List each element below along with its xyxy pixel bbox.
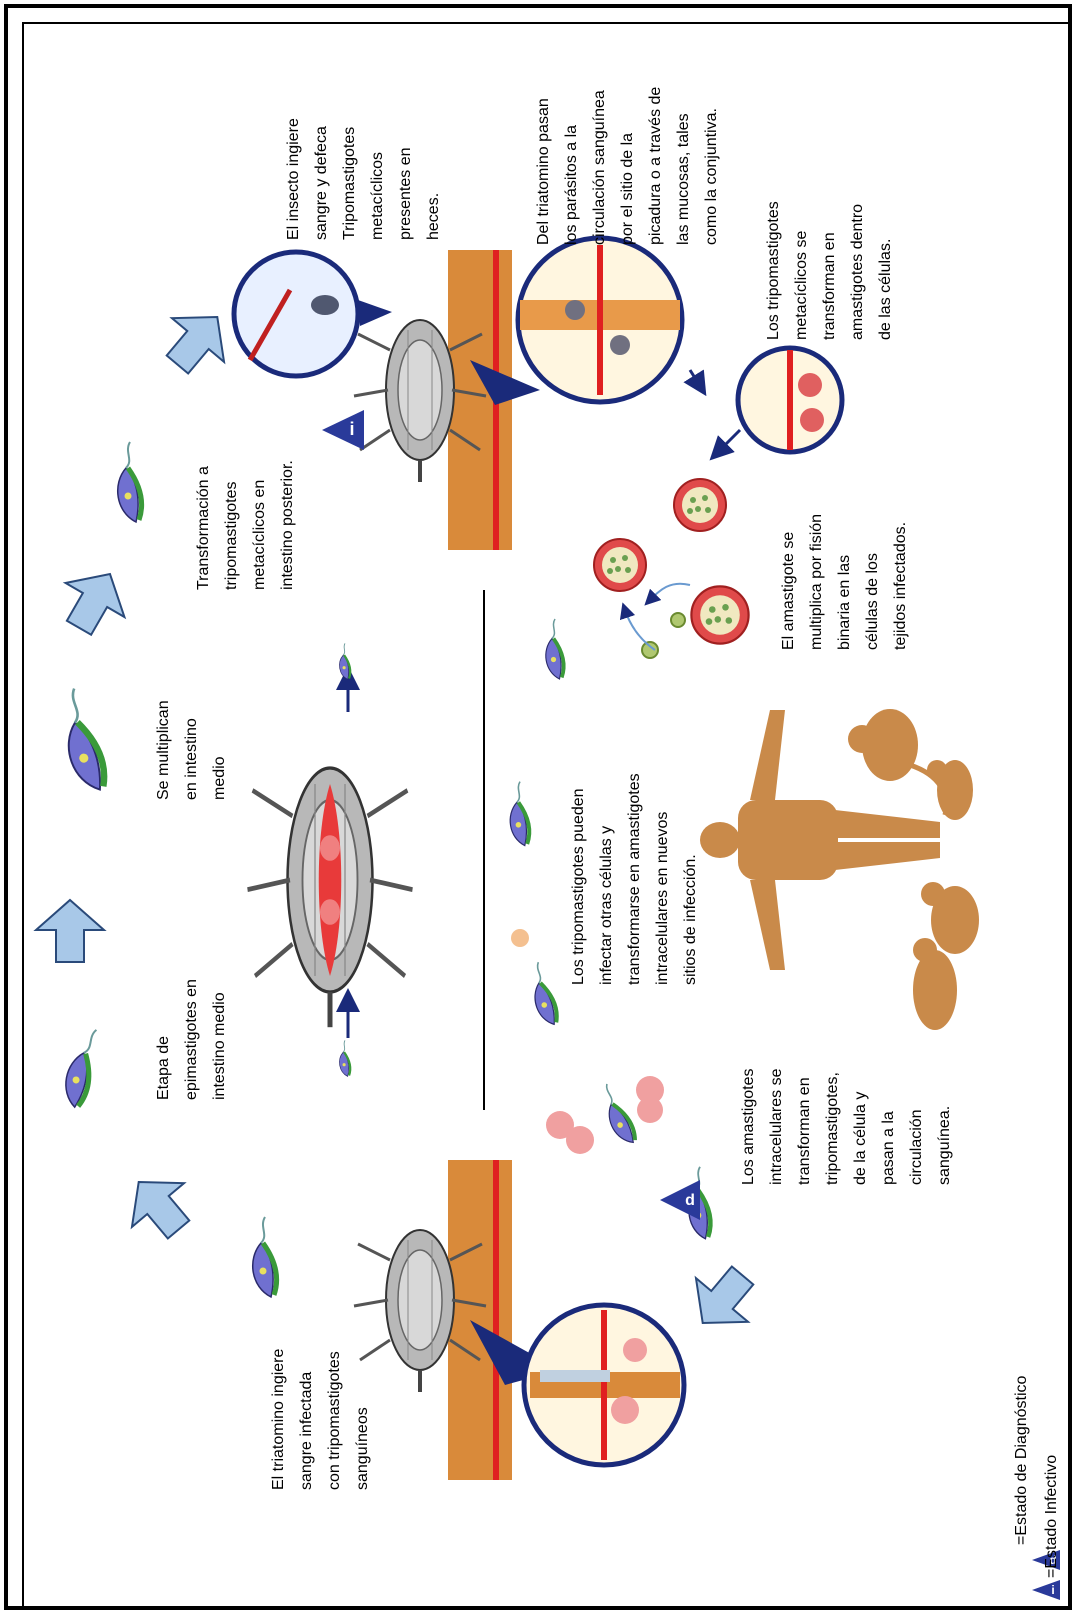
small-parasite [339, 643, 350, 679]
text-line: Tripomastigotes [336, 70, 364, 240]
text-line: El amastigote se [775, 470, 803, 650]
label-parasites-enter-blood: Del triatomino pasan los parásitos a la … [530, 45, 726, 245]
text-line: como la conjuntiva. [698, 45, 726, 245]
blue-arrow [36, 900, 104, 962]
label-binary-fission: El amastigote se multiplica por fisión b… [775, 470, 915, 650]
text-line: con tripomastigotes [321, 1270, 349, 1490]
text-line: tejidos infectados. [887, 470, 915, 650]
infective-marker-label: i [349, 419, 354, 439]
text-line: sanguíneos [349, 1270, 377, 1490]
text-line: transformarse en amastigotes [621, 685, 649, 985]
blue-arrow [677, 1254, 769, 1345]
text-line: de las células. [872, 150, 900, 340]
text-line: sitios de infección. [677, 685, 705, 985]
infective-legend-symbol: i [1051, 1583, 1054, 1597]
diagnostic-marker-label: d [685, 1192, 695, 1209]
legend-text: =Estado Infectivo [1038, 1368, 1066, 1578]
label-transformation: Transformación a tripomastigotes metacíc… [190, 410, 302, 590]
label-multiply-midgut: Se multiplican en intestino medio [150, 680, 234, 800]
label-ingests-blood: El triatomino ingiere sangre infectada c… [265, 1270, 377, 1490]
text-line: epimastigotes en [178, 940, 206, 1100]
text-line: picadura o a través de [642, 45, 670, 245]
bug-dorsal [248, 768, 413, 1027]
text-line: metacíclicos en [246, 410, 274, 590]
text-line: Los amastigotes [735, 1025, 763, 1185]
text-line: multiplica por fisión [803, 470, 831, 650]
text-line: presentes en [392, 70, 420, 240]
skin-left [354, 1160, 684, 1480]
metacyclic-trypomastigote [118, 442, 142, 522]
blue-arrow [50, 557, 140, 645]
label-amastigotes-to-trypomastigotes: Los amastigotes intracelulares se transf… [735, 1025, 959, 1185]
text-line: sangre y defeca [308, 70, 336, 240]
text-line: pasan a la [875, 1025, 903, 1185]
text-line: las mucosas, tales [670, 45, 698, 245]
text-line: sangre infectada [293, 1270, 321, 1490]
epimastigote [58, 1026, 108, 1109]
epimastigote [58, 686, 107, 794]
text-line: metacíclicos se [788, 150, 816, 340]
text-line: tripomastigotes, [819, 1025, 847, 1185]
text-line: Del triatomino pasan [530, 45, 558, 245]
text-line: transforman en [816, 150, 844, 340]
label-insect-defecates: El insecto ingiere sangre y defeca Tripo… [280, 70, 448, 240]
text-line: infectar otras células y [593, 685, 621, 985]
text-line: amastigotes dentro [844, 150, 872, 340]
small-parasite [339, 1040, 350, 1076]
human-and-animals [700, 709, 979, 1030]
text-line: Etapa de [150, 940, 178, 1100]
legend-infective-label: =Estado Infectivo [1038, 1368, 1066, 1578]
text-line: sanguínea. [931, 1025, 959, 1185]
text-line: intracelulares se [763, 1025, 791, 1185]
text-line: Los tripomastigotes [760, 150, 788, 340]
text-line: circulación sanguínea [586, 45, 614, 245]
text-line: Transformación a [190, 410, 218, 590]
text-line: transforman en [791, 1025, 819, 1185]
text-line: células de los [859, 470, 887, 650]
text-line: Se multiplican [150, 680, 178, 800]
blue-arrow [113, 1160, 205, 1251]
legend-diagnostic-label: =Estado de Diagnóstico [1008, 1285, 1036, 1545]
text-line: Los tripomastigotes pueden [565, 685, 593, 985]
text-line: de la célula y [847, 1025, 875, 1185]
text-line: heces. [420, 70, 448, 240]
text-line: medio [206, 680, 234, 800]
text-line: metacíclicos [364, 70, 392, 240]
text-line: por el sitio de la [614, 45, 642, 245]
text-line: El insecto ingiere [280, 70, 308, 240]
label-infect-other-cells: Los tripomastigotes pueden infectar otra… [565, 685, 705, 985]
text-line: intestino medio [206, 940, 234, 1100]
legend-text: =Estado de Diagnóstico [1008, 1285, 1036, 1545]
label-metacyclic-to-amastigote: Los tripomastigotes metacíclicos se tran… [760, 150, 900, 340]
infective-legend-triangle [1032, 1580, 1060, 1600]
text-line: intracelulares en nuevos [649, 685, 677, 985]
text-line: en intestino [178, 680, 206, 800]
skin-right [234, 238, 700, 550]
text-line: El triatomino ingiere [265, 1270, 293, 1490]
text-line: circulación [903, 1025, 931, 1185]
text-line: intestino posterior. [274, 410, 302, 590]
label-epimastigote-stage: Etapa de epimastigotes en intestino medi… [150, 940, 234, 1100]
text-line: los parásitos a la [558, 45, 586, 245]
text-line: binaria en las [831, 470, 859, 650]
text-line: tripomastigotes [218, 410, 246, 590]
blue-arrow [151, 295, 243, 386]
